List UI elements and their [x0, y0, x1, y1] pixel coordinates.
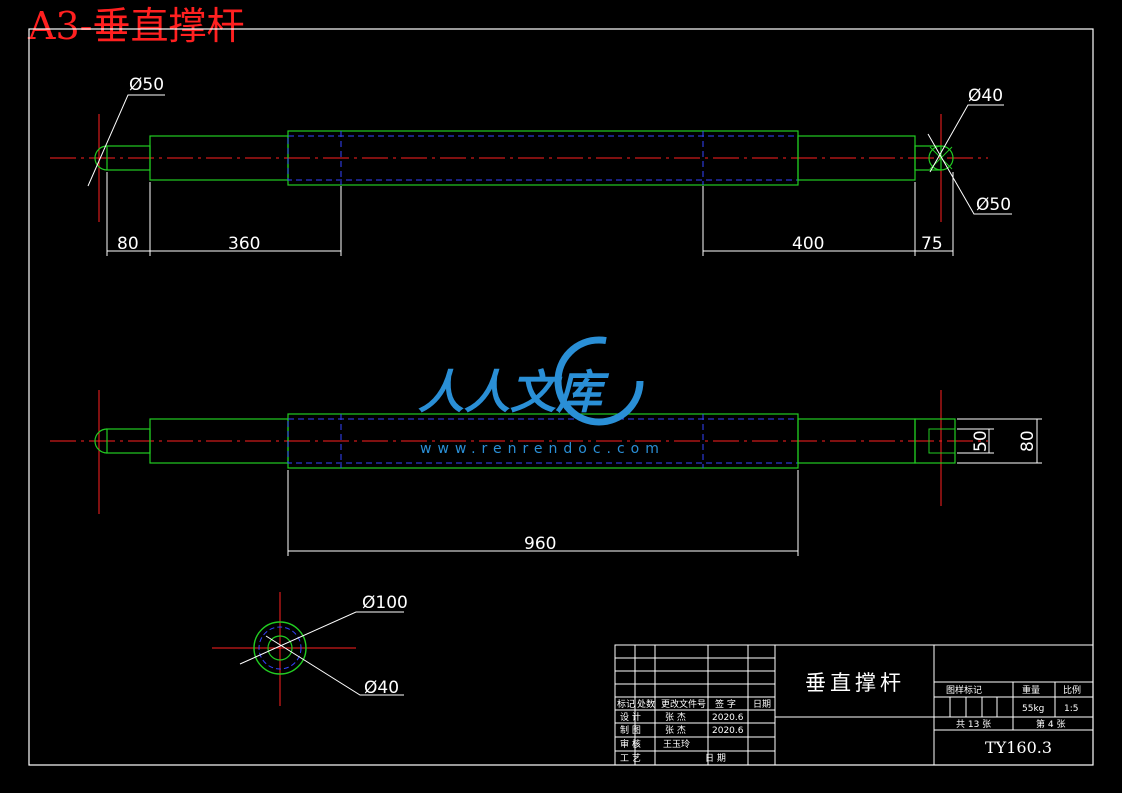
sheet-total: 共 13 张	[956, 719, 991, 730]
dim-80: 80	[117, 234, 139, 254]
dim-400: 400	[792, 234, 824, 254]
watermark-text: 人人文库	[418, 365, 610, 419]
dim-75: 75	[921, 234, 943, 254]
row-role-draw: 制 图	[620, 724, 641, 736]
section-outer-circle	[253, 621, 307, 675]
top-view: Ø50 Ø40 Ø50 80 360 400 75	[50, 75, 1012, 256]
rev-label-count: 处数	[637, 698, 655, 710]
row-name-design: 张 杰	[665, 711, 686, 723]
header-weight: 重量	[1022, 684, 1040, 696]
sheet-number: 第 4 张	[1036, 718, 1065, 730]
front-left-eye	[94, 428, 108, 454]
scale-value: 1:5	[1064, 704, 1078, 714]
watermark-url: www.renrendoc.com	[420, 441, 665, 457]
rev-label-mark: 标记	[617, 698, 635, 710]
weight-value: 55kg	[1022, 704, 1044, 714]
section-bore-circle	[267, 635, 293, 661]
row-role-design: 设 计	[620, 711, 641, 723]
section-inner-circle	[258, 626, 302, 670]
section-view: Ø100 Ø40	[212, 592, 408, 706]
rev-label-doc: 更改文件号	[661, 698, 706, 710]
watermark: 人人文库 www.renrendoc.com	[418, 336, 665, 457]
dim-right-dia-bottom: Ø50	[976, 195, 1011, 215]
top-right-eye	[928, 145, 954, 171]
dim-dia-100: Ø100	[362, 593, 408, 613]
row-name-review: 王玉玲	[663, 738, 690, 750]
row-date-process: 日 期	[705, 753, 726, 764]
row-date-design: 2020.6	[712, 713, 744, 723]
dim-80-vertical: 80	[1018, 430, 1038, 452]
header-stage-mark: 图样标记	[946, 684, 982, 696]
leader-right-dia-top	[929, 104, 1004, 173]
dim-50: 50	[971, 430, 991, 452]
title-block-text: 垂直撑杆 TY160.3 图样标记 重量 比例 55kg 1:5 共 13 张 …	[617, 671, 1081, 764]
dim-right-dia-top: Ø40	[968, 86, 1003, 106]
top-left-eye	[94, 145, 108, 171]
header-scale: 比例	[1063, 684, 1081, 696]
sheet-title: A3-垂直撑杆	[28, 4, 245, 48]
sheet-frame	[28, 28, 1094, 766]
row-role-process: 工 艺	[620, 753, 641, 764]
leader-dia-100	[239, 611, 404, 665]
row-role-review: 审 核	[620, 738, 641, 750]
dim-left-dia: Ø50	[129, 75, 164, 95]
leader-right-dia-bottom	[927, 133, 1012, 215]
dim-dia-40: Ø40	[364, 678, 399, 698]
front-right-slot	[928, 428, 956, 454]
part-name: 垂直撑杆	[805, 671, 905, 695]
title-block	[614, 644, 1094, 766]
watermark-ring-icon	[554, 336, 644, 426]
drawing-code: TY160.3	[985, 738, 1052, 757]
rev-label-sign: 签 字	[715, 698, 736, 710]
dim-360: 360	[228, 234, 260, 254]
row-date-draw: 2020.6	[712, 726, 744, 736]
row-name-draw: 张 杰	[665, 724, 686, 736]
rev-label-date: 日期	[753, 699, 771, 710]
leader-dia-40	[265, 635, 404, 696]
leader-left-dia	[87, 94, 165, 187]
dim-960: 960	[524, 534, 556, 554]
front-view: 960 50 80	[50, 390, 1042, 556]
